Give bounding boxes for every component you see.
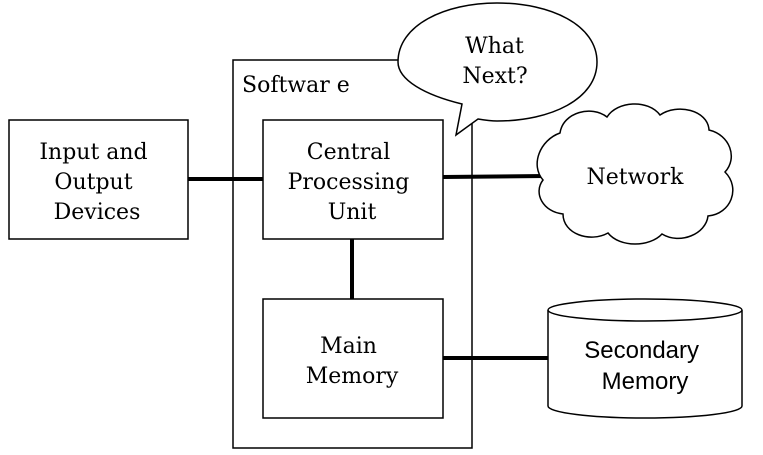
speech-bubble	[397, 2, 598, 137]
network-cloud	[536, 103, 734, 245]
input-output-devices-box	[8, 119, 189, 240]
secondary-memory-cylinder	[547, 298, 743, 419]
main-memory-label: Main Memory	[306, 334, 399, 389]
cpu-label: Central Processing Unit	[288, 140, 417, 225]
software-label: Softwar e	[242, 73, 350, 98]
input-output-devices-label: Input and Output Devices	[39, 140, 154, 225]
secondary-memory-label: Secondary Memory	[584, 337, 705, 395]
network-label: Network	[586, 165, 684, 190]
main-memory-box	[262, 298, 444, 419]
cpu-network-connector	[442, 174, 546, 179]
cpu-box	[262, 119, 444, 240]
speech-bubble-text: What Next?	[462, 34, 531, 89]
